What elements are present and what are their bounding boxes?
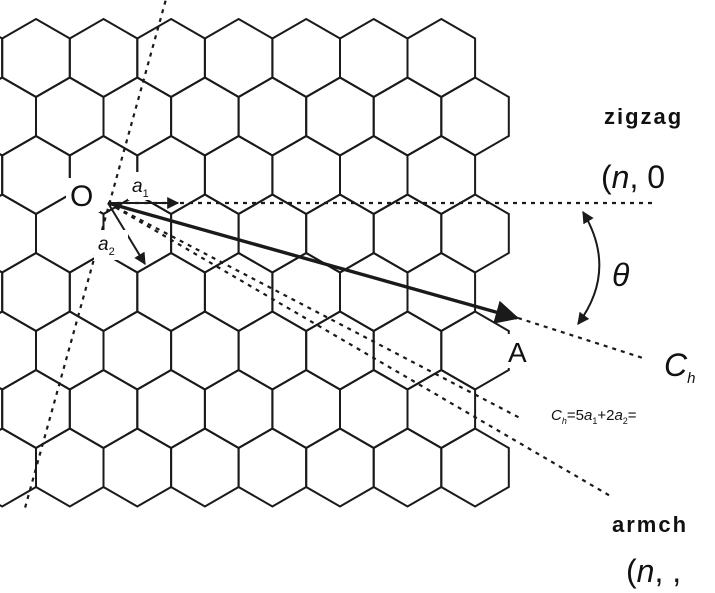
formula-plus: +2 (597, 407, 614, 424)
chiral-vector-arrow (107, 201, 520, 324)
hexagon-cell (136, 251, 206, 333)
hexagon-cell (203, 368, 274, 450)
hexagon-cell (372, 193, 443, 274)
origin-label-bg (66, 178, 100, 212)
armchair-open-paren: ( (626, 553, 637, 589)
zigzag-open-paren: ( (601, 159, 612, 195)
armchair-n: n (637, 553, 655, 589)
formula-a2: a (614, 407, 622, 424)
hexagon-cell (1, 17, 71, 99)
hexagon-cell (440, 76, 510, 157)
hexagon-cell (1, 251, 71, 333)
hexagon-cell (1, 134, 71, 216)
hexagon-cell (372, 427, 443, 508)
hexagon-cell (0, 310, 37, 391)
hexagon-cell (271, 17, 341, 99)
hexagon-cell (440, 193, 510, 274)
chiral-vector-formula: Ch=5a1+2a2= (551, 407, 637, 426)
formula-a1: a (584, 407, 592, 424)
hexagon-cell (237, 193, 308, 274)
honeycomb-lattice (0, 17, 510, 508)
guide-lines (23, 0, 655, 509)
hexagon-cell (339, 17, 409, 99)
theta-angle-arc (577, 210, 601, 325)
hexagon-cell (305, 427, 375, 508)
formula-eq: =5 (567, 407, 584, 424)
origin-label: O (70, 180, 93, 213)
formula-a2-sub: 2 (623, 416, 628, 426)
hexagon-cell (271, 368, 341, 450)
formula-tail: = (628, 407, 637, 424)
hexagon-cell (0, 427, 37, 508)
hexagon-cell (170, 310, 240, 391)
hexagon-cell (237, 76, 308, 157)
theta-label: θ (612, 257, 630, 293)
hexagon-cell (203, 17, 274, 99)
hexagon-cell (170, 76, 240, 157)
hexagon-cell (102, 427, 173, 508)
hexagon-cell (339, 368, 409, 450)
formula-a1-sub: 1 (592, 416, 597, 426)
hexagon-cell (237, 310, 308, 391)
a2-label-sub: 2 (109, 246, 115, 258)
hexagon-cell (203, 251, 274, 333)
chiral-vector-symbol: Ch (664, 347, 695, 387)
hexagon-cell (102, 76, 173, 157)
hexagon-cell (305, 76, 375, 157)
hexagon-cell (136, 17, 206, 99)
hexagon-cell (68, 17, 139, 99)
hexagon-cell (68, 368, 139, 450)
formula-c-sub: h (562, 416, 567, 426)
formula-c: C (551, 407, 562, 424)
a2-label-bg (94, 230, 128, 260)
hexagon-cell (102, 310, 173, 391)
a2-label-main: a (98, 234, 109, 255)
hexagon-cell (1, 368, 71, 450)
a1-label-sub: 1 (143, 188, 149, 200)
hexagon-cell (136, 368, 206, 450)
zigzag-rest: , 0 (629, 159, 665, 195)
armchair-title: armch (612, 512, 688, 537)
hexagon-cell (440, 310, 510, 391)
point-a-label-bg (506, 334, 540, 368)
hexagon-cell (372, 310, 443, 391)
zigzag-index: (n, 0 (601, 159, 665, 195)
hexagon-cell (339, 251, 409, 333)
hexagon-cell (406, 17, 477, 99)
chiral-symbol-sub: h (687, 370, 695, 387)
hexagon-cell (35, 427, 105, 508)
a1-label: a1 (132, 176, 149, 200)
hexagon-cell (0, 76, 37, 157)
hexagon-cell (406, 251, 477, 333)
armchair-index: (n, , (626, 553, 681, 589)
armchair-rest: , , (654, 553, 681, 589)
hexagon-cell (440, 427, 510, 508)
hexagon-cell (68, 251, 139, 333)
a1-label-main: a (132, 176, 143, 197)
a2-label: a2 (98, 234, 115, 258)
hexagon-cell (170, 427, 240, 508)
chiral-symbol-main: C (664, 347, 688, 383)
armchair-direction-line (107, 202, 613, 498)
zigzag-title: zigzag (604, 104, 683, 129)
translation-line (107, 202, 521, 419)
hexagon-cell (35, 76, 105, 157)
hexagon-cell (237, 427, 308, 508)
hexagon-cell (170, 193, 240, 274)
hexagon-cell (372, 76, 443, 157)
a1-label-bg (128, 172, 160, 200)
zigzag-n: n (612, 159, 630, 195)
hexagon-cell (0, 193, 37, 274)
point-a-label: A (508, 337, 527, 368)
hexagon-cell (406, 368, 477, 450)
